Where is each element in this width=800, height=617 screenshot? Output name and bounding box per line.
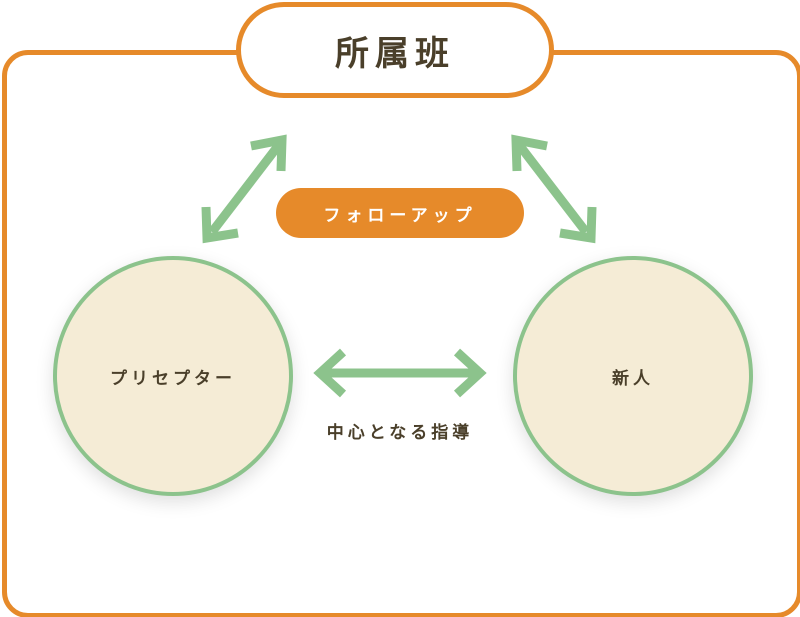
double-arrow-left-icon xyxy=(201,134,287,244)
double-arrow-horizontal-icon xyxy=(313,348,487,398)
newcomer-label: 新人 xyxy=(612,368,654,389)
diagram-title: 所属班 xyxy=(335,33,455,74)
central-guidance-label: 中心となる指導 xyxy=(326,423,474,443)
preceptor-label: プリセプター xyxy=(110,368,236,389)
title-pill: 所属班 xyxy=(236,2,554,98)
newcomer-node: 新人 xyxy=(513,256,753,496)
double-arrow-right-icon xyxy=(511,134,597,244)
preceptor-node: プリセプター xyxy=(53,256,293,496)
followup-badge: フォローアップ xyxy=(276,188,524,238)
